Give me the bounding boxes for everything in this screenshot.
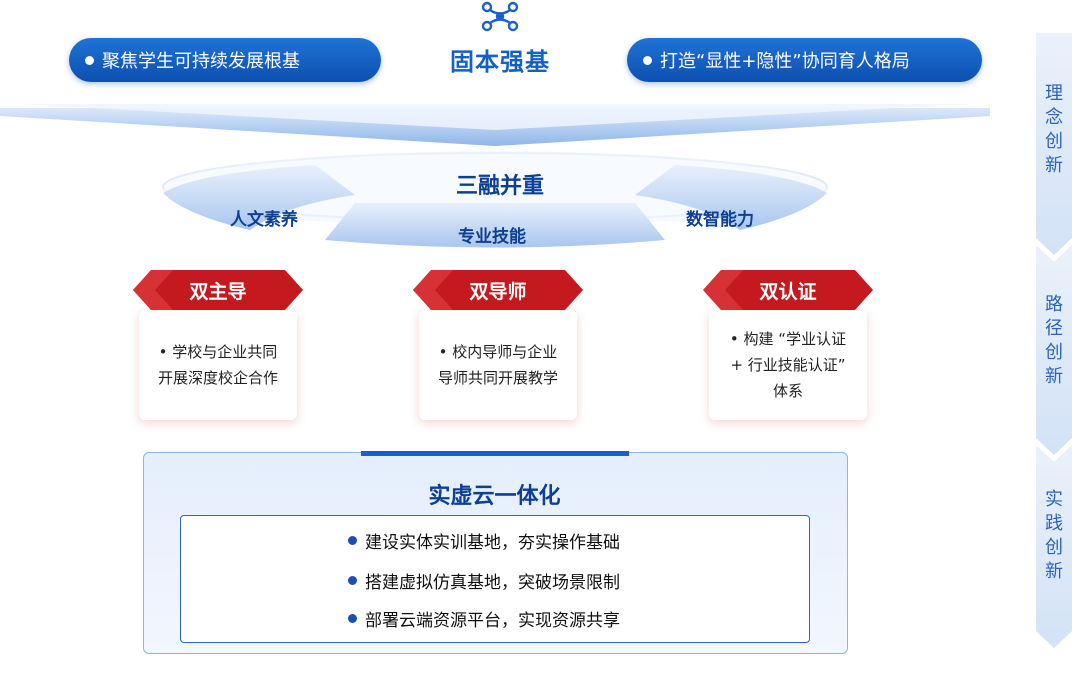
list-item-text: 建设实体实训基地，夯实操作基础 <box>365 533 620 553</box>
fusion-ring <box>162 151 828 248</box>
bullet-dot <box>643 55 652 65</box>
integration-title: 实虚云一体化 <box>428 484 561 509</box>
card-line: • 校内导师与企业 <box>438 343 558 361</box>
card-line: 体系 <box>772 382 803 400</box>
tag-ribbon <box>703 270 873 310</box>
card-line: • 构建 “学业认证 <box>729 330 847 348</box>
bullet-dot <box>85 55 94 65</box>
tag-dual-leadership: 双主导 <box>189 281 247 303</box>
segment-digital <box>635 165 827 230</box>
tag-ribbon <box>133 270 303 310</box>
list-item-text: 部署云端资源平台，实现资源共享 <box>365 611 620 631</box>
ring-center-title: 三融并重 <box>455 174 544 199</box>
card-dual-certification: • 构建 “学业认证 + 行业技能认证” 体系 <box>709 310 867 420</box>
list-item: 部署云端资源平台，实现资源共享 <box>348 606 620 631</box>
tag-dual-mentor: 双导师 <box>469 281 527 303</box>
bullet-dot <box>348 576 357 585</box>
tag-ribbon <box>413 270 583 310</box>
list-item: 搭建虚拟仿真基地，突破场景限制 <box>348 568 620 593</box>
integration-list-box <box>180 515 810 643</box>
sidebar-label-path: 路径创新 <box>1045 294 1063 387</box>
pill-left-text: 聚焦学生可持续发展根基 <box>102 51 300 72</box>
panel-accent-bar <box>361 451 629 456</box>
sidebar-label-concept: 理念创新 <box>1045 83 1063 176</box>
segment-label-left: 人文素养 <box>230 210 298 230</box>
pill-sustainable-foundation: 聚焦学生可持续发展根基 <box>69 38 381 82</box>
card-dual-mentor: • 校内导师与企业 导师共同开展教学 <box>419 310 577 420</box>
card-dual-leadership: • 学校与企业共同 开展深度校企合作 <box>139 310 297 420</box>
segment-skills <box>325 203 665 248</box>
diagram-title: 固本强基 <box>450 48 550 76</box>
list-item: 建设实体实训基地，夯实操作基础 <box>348 528 620 553</box>
molecule-network-icon <box>481 1 519 32</box>
segment-label-right: 数智能力 <box>686 210 754 230</box>
top-banner <box>0 104 990 146</box>
segment-label-bottom: 专业技能 <box>458 227 526 247</box>
card-line: 开展深度校企合作 <box>157 369 278 387</box>
pill-right-text: 打造“显性+隐性”协同育人格局 <box>660 51 910 72</box>
bullet-dot <box>348 614 357 623</box>
segment-humanities <box>163 165 355 230</box>
list-item-text: 搭建虚拟仿真基地，突破场景限制 <box>365 573 620 593</box>
bullet-dot <box>348 536 357 545</box>
sidebar-label-practice: 实践创新 <box>1045 489 1063 582</box>
tag-dual-certification: 双认证 <box>759 281 817 303</box>
pill-collaborative-education: 打造“显性+隐性”协同育人格局 <box>627 38 982 82</box>
innovation-sidebar <box>1036 33 1072 648</box>
card-line: • 学校与企业共同 <box>158 343 278 361</box>
card-line: + 行业技能认证” <box>730 356 846 374</box>
card-line: 导师共同开展教学 <box>437 369 558 387</box>
